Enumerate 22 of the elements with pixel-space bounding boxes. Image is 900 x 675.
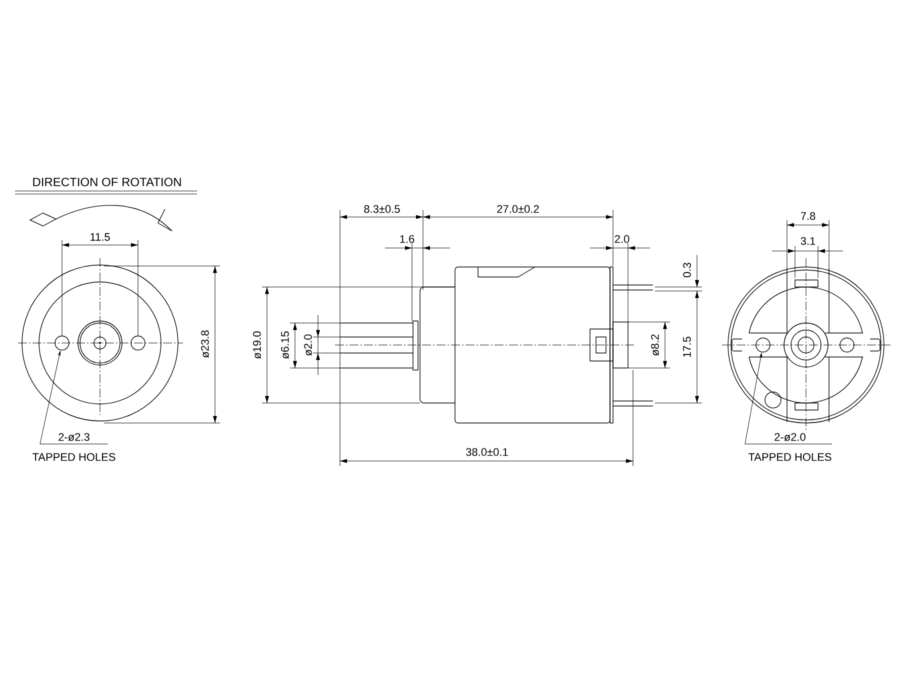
dimension-label: ø8.2 <box>650 334 660 356</box>
dimension-label: 3.1 <box>800 236 816 246</box>
tapped-hole <box>756 338 770 352</box>
dimension-label: ø19.0 <box>252 330 262 360</box>
dimension-label: 8.3±0.5 <box>363 204 401 214</box>
dimension-label: 2.0 <box>614 234 630 244</box>
leader-line <box>40 350 108 444</box>
leader-text: 2-ø2.0 TAPPED HOLES <box>748 433 832 461</box>
dimension-label: 27.0±0.2 <box>496 204 540 214</box>
section-title: DIRECTION OF ROTATION <box>32 177 182 187</box>
dimension-label: ø23.8 <box>200 329 210 359</box>
dimension-label: 17.5 <box>682 336 692 358</box>
tapped-hole <box>54 336 70 350</box>
dimension-label: 0.3 <box>682 262 692 278</box>
leader-text: 2-ø2.3 TAPPED HOLES <box>32 433 116 461</box>
dimension-label: ø2.0 <box>304 334 312 356</box>
dimension-label: 11.5 <box>89 232 111 242</box>
dimension-label: 7.8 <box>800 212 816 220</box>
dimension-label: 1.6 <box>398 234 416 244</box>
dimension-label: ø6.15 <box>280 330 290 360</box>
leader-line <box>744 353 832 444</box>
dimension-label: 38.0±0.1 <box>465 448 509 456</box>
